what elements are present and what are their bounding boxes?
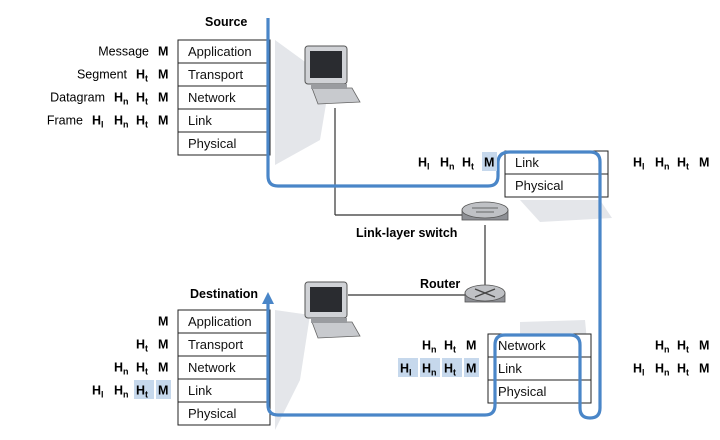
switch-out-token: Ht — [677, 156, 689, 172]
source-computer-icon — [304, 45, 361, 105]
switch-in-highlight — [482, 152, 497, 171]
router-in-network-token: Hn — [422, 339, 437, 355]
router-out-link-token: Hn — [655, 362, 670, 378]
destination-header-token: Hn — [114, 384, 129, 400]
switch-out-token: Hn — [655, 156, 670, 172]
router-label: Router — [420, 277, 460, 291]
source-layer-label: Physical — [188, 136, 237, 151]
source-row-label: Message — [98, 45, 149, 59]
source-title: Source — [205, 15, 247, 29]
router-in-link-highlight — [442, 358, 462, 377]
source-row-label: Frame — [47, 114, 83, 128]
switch-out-token: Hl — [633, 156, 645, 172]
router-layer-label: Network — [498, 338, 546, 353]
router-in-network-token: M — [466, 339, 476, 353]
router-in-link-token: Hl — [400, 362, 412, 378]
router-out-network-token: Ht — [677, 339, 689, 355]
router-out-link-token: Ht — [677, 362, 689, 378]
switch-icon — [461, 201, 509, 221]
source-header-token: M — [158, 114, 168, 128]
destination-header-token: Ht — [136, 338, 148, 354]
switch-in-token: Ht — [462, 156, 474, 172]
router-out-network-token: Hn — [655, 339, 670, 355]
switch-layer-physical — [504, 173, 609, 198]
destination-header-token: M — [158, 361, 168, 375]
router-layer-physical — [487, 379, 592, 404]
destination-header-token: Ht — [136, 384, 148, 400]
source-header-token: Hl — [92, 114, 104, 130]
source-layer-label: Application — [188, 44, 252, 59]
switch-in-token: Hl — [418, 156, 430, 172]
router-in-link-highlight — [420, 358, 440, 377]
destination-layer-label: Link — [188, 383, 212, 398]
destination-header-highlight — [156, 380, 171, 399]
router-in-link-token: M — [466, 362, 476, 376]
destination-computer-icon — [304, 281, 361, 339]
router-in-link-highlight — [398, 358, 418, 377]
router-in-link-token: Ht — [444, 362, 456, 378]
source-layer-label: Link — [188, 113, 212, 128]
destination-layer-label: Application — [188, 314, 252, 329]
data-path-arrowhead — [262, 292, 274, 304]
destination-header-token: Hl — [92, 384, 104, 400]
destination-layer-label: Physical — [188, 406, 237, 421]
destination-shadow — [275, 310, 310, 430]
router-out-link-token: M — [699, 362, 709, 376]
switch-in-token: M — [484, 156, 494, 170]
switch-in-token: Hn — [440, 156, 455, 172]
source-header-token: M — [158, 68, 168, 82]
switch-layer-label: Physical — [515, 178, 564, 193]
source-row-label: Datagram — [50, 91, 105, 105]
switch-shadow — [520, 200, 612, 222]
data-path-line — [266, 18, 602, 420]
source-header-token: Hn — [114, 91, 129, 107]
router-icon — [464, 284, 506, 303]
destination-header-token: M — [158, 315, 168, 329]
router-layer-label: Link — [498, 361, 522, 376]
destination-header-token: Hn — [114, 361, 129, 377]
router-layer-label: Physical — [498, 384, 547, 399]
source-header-token: Ht — [136, 114, 148, 130]
source-layer-label: Transport — [188, 67, 244, 82]
source-layer-label: Network — [188, 90, 236, 105]
destination-layer-label: Transport — [188, 337, 244, 352]
switch-layer-label: Link — [515, 155, 539, 170]
destination-header-token: Ht — [136, 361, 148, 377]
source-row-label: Segment — [77, 68, 128, 82]
router-in-network-token: Ht — [444, 339, 456, 355]
destination-title: Destination — [190, 287, 258, 301]
source-layer-physical — [177, 131, 271, 156]
destination-layer-label: Network — [188, 360, 236, 375]
destination-header-token: M — [158, 384, 168, 398]
switch-label: Link-layer switch — [356, 226, 457, 240]
destination-header-highlight — [134, 380, 154, 399]
source-header-token: M — [158, 45, 168, 59]
source-header-token: Ht — [136, 91, 148, 107]
switch-out-token: M — [699, 156, 709, 170]
source-header-token: Ht — [136, 68, 148, 84]
source-header-token: Hn — [114, 114, 129, 130]
router-in-link-token: Hn — [422, 362, 437, 378]
router-out-network-token: M — [699, 339, 709, 353]
router-in-link-highlight — [464, 358, 479, 377]
destination-header-token: M — [158, 338, 168, 352]
source-header-token: M — [158, 91, 168, 105]
router-out-link-token: Hl — [633, 362, 645, 378]
